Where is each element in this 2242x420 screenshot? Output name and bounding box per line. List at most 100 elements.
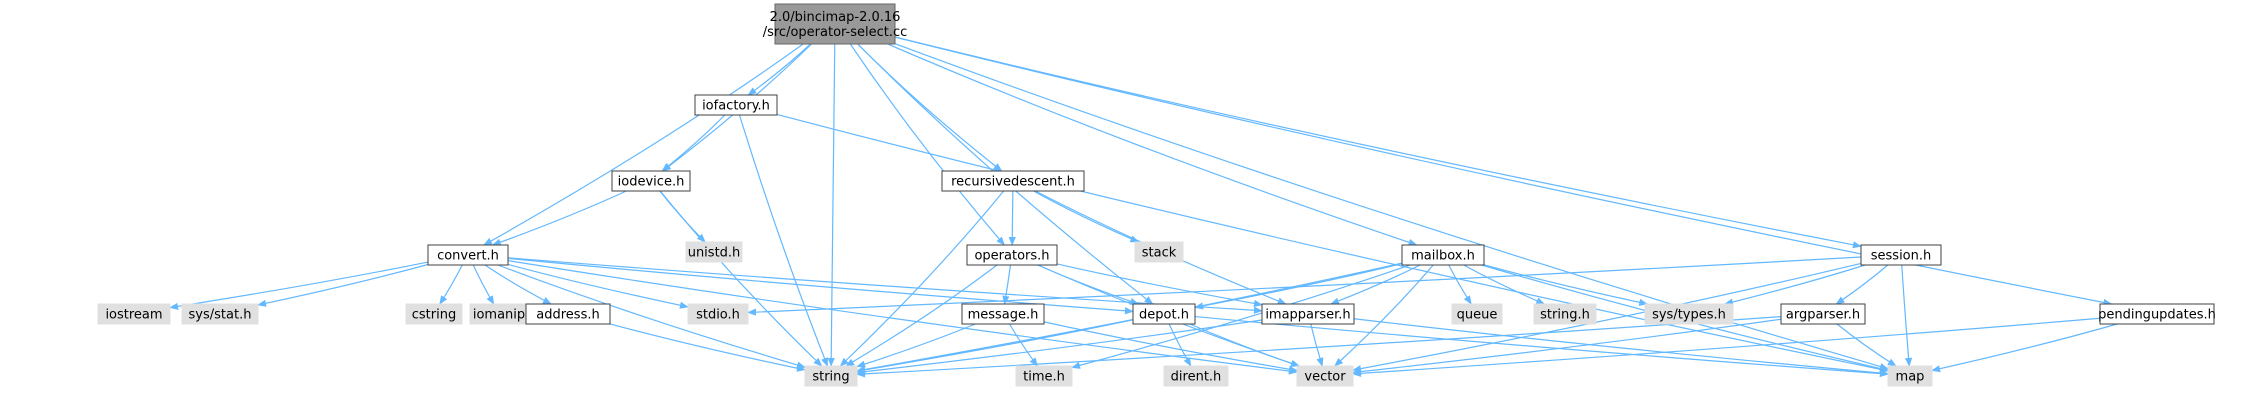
node-timeh-label: time.h xyxy=(1023,370,1065,385)
node-iostream-box xyxy=(97,303,171,325)
node-root-box xyxy=(774,3,896,45)
node-iodevice-label: iodevice.h xyxy=(618,175,685,190)
node-sysstat-box xyxy=(181,303,259,325)
node-mailbox-label: mailbox.h xyxy=(1411,249,1475,264)
edge-argparser-to-map xyxy=(1836,323,1897,367)
node-recursivedescent[interactable]: recursivedescent.h xyxy=(941,170,1085,192)
node-convert-box xyxy=(427,244,509,266)
edge-iofactory-to-map xyxy=(776,113,1889,373)
edge-session-to-systypes xyxy=(1724,264,1866,306)
edge-imapparser-to-string xyxy=(856,319,1263,376)
edge-message-to-string xyxy=(856,323,976,368)
edge-iodevice-to-string xyxy=(659,190,823,367)
node-vector: vector xyxy=(1296,365,1354,387)
edge-operators-to-string xyxy=(845,264,998,367)
node-iofactory[interactable]: iofactory.h xyxy=(694,94,778,116)
node-iostream-label: iostream xyxy=(105,308,162,323)
node-message[interactable]: message.h xyxy=(961,303,1045,325)
node-stdio: stdio.h xyxy=(687,303,749,325)
node-stdio-label: stdio.h xyxy=(696,308,740,323)
edge-root-to-iofactory xyxy=(747,43,811,96)
edge-mailbox-to-systypes xyxy=(1483,264,1649,306)
edge-operators-to-imapparser xyxy=(1056,263,1263,307)
node-map-box xyxy=(1887,365,1933,387)
edge-convert-to-iostream xyxy=(169,261,429,310)
edge-root-to-mailbox xyxy=(887,43,1418,246)
edge-iodevice-to-convert xyxy=(491,190,627,246)
edge-imapparser-to-map xyxy=(1353,318,1889,377)
node-pendingupdates[interactable]: pendingupdates.h xyxy=(2098,303,2216,325)
node-depot-box xyxy=(1132,303,1196,325)
node-systypes: sys/types.h xyxy=(1644,303,1734,325)
node-recursivedescent-box xyxy=(941,170,1085,192)
node-cstring: cstring xyxy=(405,303,463,325)
node-convert-label: convert.h xyxy=(437,249,499,264)
node-operators[interactable]: operators.h xyxy=(966,244,1058,266)
node-timeh: time.h xyxy=(1015,365,1073,387)
node-imapparser[interactable]: imapparser.h xyxy=(1261,303,1355,325)
edge-root-to-session xyxy=(894,36,1862,249)
edge-pendingupdates-to-vector xyxy=(1352,317,2101,377)
node-depot[interactable]: depot.h xyxy=(1132,303,1196,325)
edge-mailbox-to-vector xyxy=(1334,264,1434,367)
node-stack-box xyxy=(1134,241,1184,263)
node-queue-label: queue xyxy=(1457,308,1498,323)
node-iodevice[interactable]: iodevice.h xyxy=(611,170,691,192)
node-mailbox[interactable]: mailbox.h xyxy=(1401,244,1485,266)
edge-pendingupdates-to-map xyxy=(1931,323,2118,373)
node-address-box xyxy=(525,303,611,325)
node-argparser-box xyxy=(1780,303,1866,325)
node-stringh: string.h xyxy=(1533,303,1597,325)
node-root-label: 2.0/bincimap-2.0.16 xyxy=(770,10,901,25)
node-root[interactable]: 2.0/bincimap-2.0.16/src/operator-select.… xyxy=(763,3,908,45)
node-stringh-box xyxy=(1533,303,1597,325)
node-vector-box xyxy=(1296,365,1354,387)
node-address[interactable]: address.h xyxy=(525,303,611,325)
edge-address-to-string xyxy=(609,323,806,372)
node-dirent-label: dirent.h xyxy=(1171,370,1222,385)
edge-recursivedescent-to-operators xyxy=(1008,190,1016,246)
node-session-label: session.h xyxy=(1871,249,1932,264)
edge-iofactory-to-iodevice xyxy=(661,114,726,172)
node-cstring-label: cstring xyxy=(412,308,456,323)
edge-recursivedescent-to-stack xyxy=(1033,190,1140,243)
node-dirent-box xyxy=(1163,365,1229,387)
edge-depot-to-string xyxy=(856,319,1134,374)
edge-depot-to-vector xyxy=(1189,323,1300,367)
edge-root-to-string xyxy=(827,43,836,367)
edge-session-to-argparser xyxy=(1835,264,1889,305)
node-session-box xyxy=(1860,244,1942,266)
node-imapparser-box xyxy=(1261,303,1355,325)
edge-session-to-map xyxy=(1901,264,1913,367)
edge-mailbox-to-stringh xyxy=(1463,264,1546,305)
node-session[interactable]: session.h xyxy=(1860,244,1942,266)
edge-depot-to-dirent xyxy=(1168,323,1192,367)
node-systypes-box xyxy=(1644,303,1734,325)
node-string-box xyxy=(804,365,858,387)
node-root-label: /src/operator-select.cc xyxy=(763,25,908,40)
edge-message-to-timeh xyxy=(1009,323,1038,367)
node-operators-label: operators.h xyxy=(974,249,1049,264)
nodes-layer: 2.0/bincimap-2.0.16/src/operator-select.… xyxy=(97,3,2216,387)
edge-argparser-to-vector xyxy=(1352,318,1782,376)
node-timeh-box xyxy=(1015,365,1073,387)
node-recursivedescent-label: recursivedescent.h xyxy=(951,175,1075,190)
node-map: map xyxy=(1887,365,1933,387)
node-message-label: message.h xyxy=(968,308,1039,323)
edge-mailbox-to-timeh xyxy=(1071,264,1411,369)
node-unistd: unistd.h xyxy=(685,241,743,263)
node-convert[interactable]: convert.h xyxy=(427,244,509,266)
node-queue-box xyxy=(1451,303,1503,325)
edge-depot-to-map xyxy=(1194,315,1889,378)
node-iostream: iostream xyxy=(97,303,171,325)
edge-convert-to-imapparser xyxy=(507,257,1263,314)
edge-convert-to-string xyxy=(497,264,806,369)
node-argparser[interactable]: argparser.h xyxy=(1780,303,1866,325)
edge-convert-to-stdio xyxy=(507,263,689,309)
edge-iofactory-to-string xyxy=(738,114,829,367)
node-iomanip: iomanip xyxy=(469,303,529,325)
node-queue: queue xyxy=(1451,303,1503,325)
node-string: string xyxy=(804,365,858,387)
edge-session-to-vector xyxy=(1352,262,1862,373)
node-iomanip-label: iomanip xyxy=(473,308,525,323)
